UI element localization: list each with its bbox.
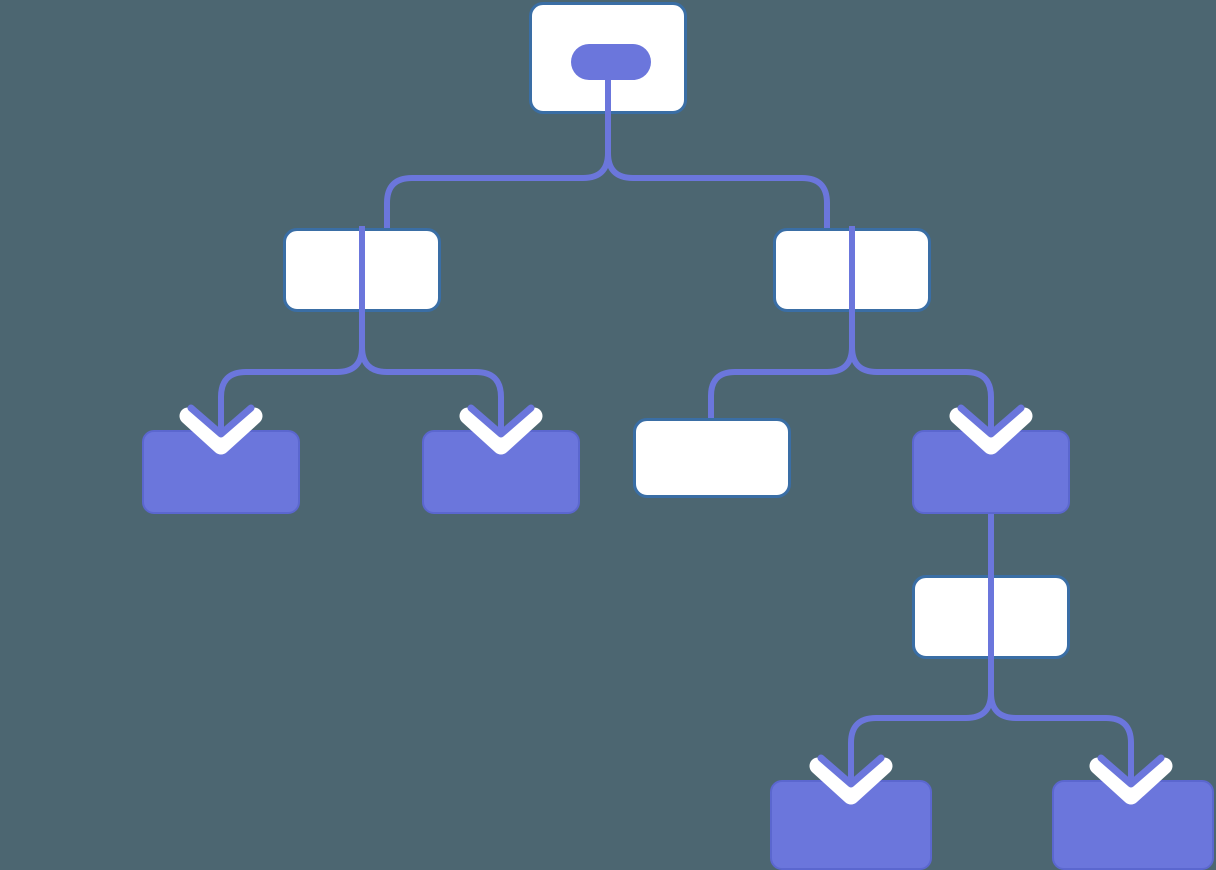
arrow-head-chevron-icon: [187, 404, 255, 438]
arrow-head-chevron-icon: [467, 404, 535, 438]
arrow-shadow-chevron-icon: [179, 407, 263, 455]
connector-root-to-l2b: [605, 114, 830, 312]
arrow-head-chevron-icon: [957, 404, 1025, 438]
arrow-l5a-icon: [809, 754, 893, 805]
arrow-shadow-chevron-icon: [459, 407, 543, 455]
connector-l4a-to-l5b: [988, 659, 1134, 784]
arrow-l5b-icon: [1089, 754, 1173, 805]
arrow-shadow-chevron-icon: [809, 757, 893, 805]
connector-l2a-to-l3b: [359, 312, 504, 434]
arrow-l3d-icon: [949, 404, 1033, 455]
arrow-head-chevron-icon: [1097, 754, 1165, 788]
node-l3c[interactable]: [633, 418, 791, 498]
arrow-l3b-icon: [459, 404, 543, 455]
arrow-l3a-icon: [179, 404, 263, 455]
arrow-head-chevron-icon: [817, 754, 885, 788]
arrow-shadow-chevron-icon: [949, 407, 1033, 455]
arrow-shadow-chevron-icon: [1089, 757, 1173, 805]
connector-l2b-to-l3d: [849, 312, 994, 434]
